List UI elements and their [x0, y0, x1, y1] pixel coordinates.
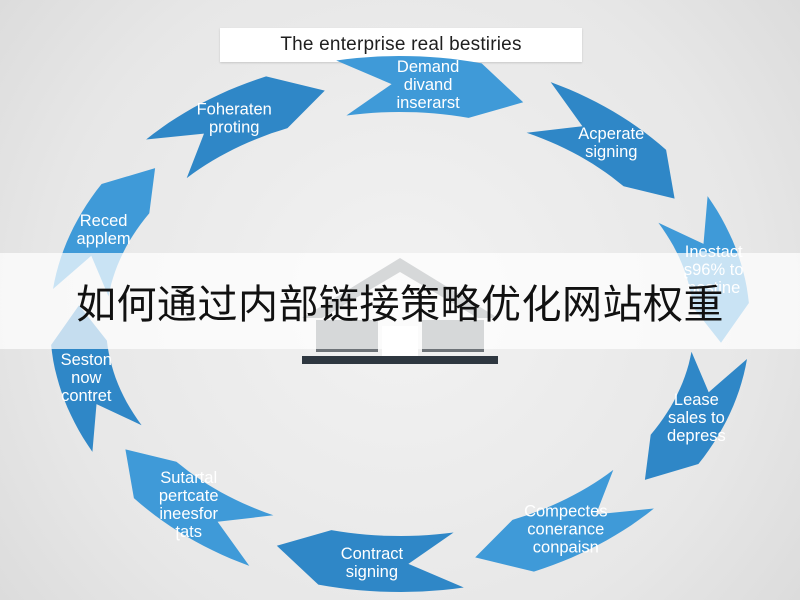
segment-label-line: conpaisn [533, 539, 599, 557]
segment-label-line: Sutartal [160, 469, 217, 487]
segment-label-line: Reced [80, 212, 128, 230]
segment-label-line: ʈats [175, 523, 202, 541]
segment-label-line: Seston [61, 351, 112, 369]
cycle-segment [644, 351, 747, 480]
banner-title: 如何通过内部链接策略优化网站权重 [76, 282, 724, 328]
segment-label-line: signing [585, 143, 637, 161]
cycle-segment [276, 530, 464, 592]
cycle-segment [475, 469, 654, 572]
segment-label-line: Acperate [578, 125, 644, 143]
segment-label-line: applem [77, 230, 131, 248]
segment-label-line: depress [667, 427, 726, 445]
segment-label-line: proting [209, 118, 259, 136]
segment-label-line: contret [61, 387, 112, 405]
segment-label-line: conerance [527, 521, 604, 539]
segment-label-line: Foheraten [197, 100, 272, 118]
cycle-segment [146, 76, 325, 179]
segment-label-line: divand [404, 76, 453, 94]
segment-label-line: Compectes [524, 503, 607, 521]
cycle-segment [526, 82, 675, 199]
cycle-segment [125, 449, 274, 566]
segment-label-line: Contract [341, 545, 404, 563]
segment-label-line: now [71, 369, 101, 387]
segment-label-line: inserarst [396, 94, 460, 112]
segment-label-line: Lease [674, 391, 719, 409]
banner-overlay [0, 253, 800, 349]
cycle-segment [336, 56, 524, 118]
segment-label-line: ineesfor [159, 505, 218, 523]
segment-label-line: pertcate [159, 487, 219, 505]
segment-label-line: sales to [668, 409, 725, 427]
segment-label-line: Demand [397, 58, 459, 76]
building-base [302, 356, 498, 364]
segment-label-line: signing [346, 563, 398, 581]
